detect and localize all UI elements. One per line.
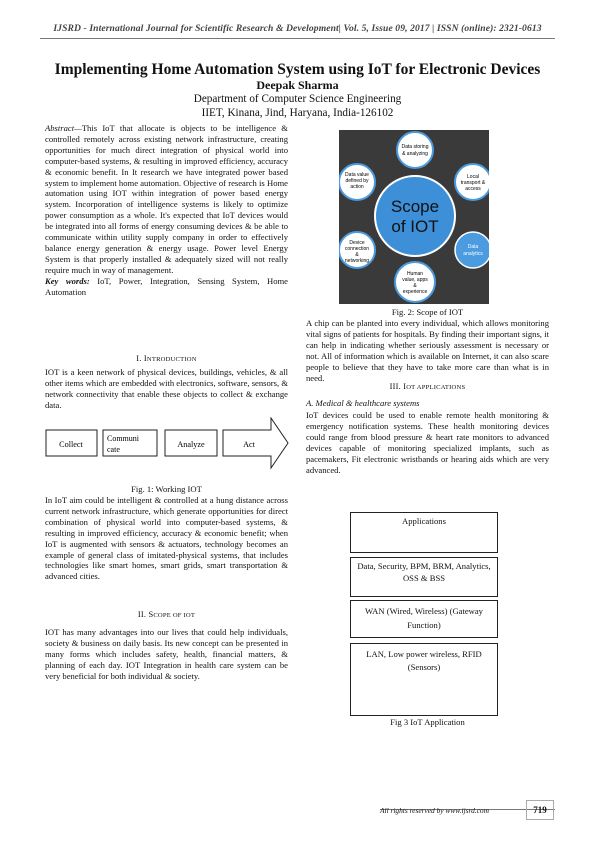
svg-text:connection: connection [345,246,369,252]
abstract: Abstract—This IoT that allocate is objec… [45,123,288,298]
fig1-arrow-act [222,417,289,470]
fig1-box-analyze [164,429,218,457]
svg-text:transport &: transport & [461,180,486,186]
svg-text:&: & [413,283,417,289]
footer-rule [380,809,555,810]
author-name: Deepak Sharma [256,78,339,92]
fig2-center-circle [374,175,456,257]
svg-text:experience: experience [403,289,428,295]
fig3-layer-data-security: Data, Security, BPM, BRM, Analytics, OSS… [350,557,498,597]
journal-header: IJSRD - International Journal for Scient… [53,23,542,34]
fig2-scope-of-iot: Scope of IOT Data storing & analyzing Lo… [339,130,489,304]
section-heading-applications: III. IOT APPLICATIONS [389,382,466,391]
institution: IIET, Kinana, Jind, Haryana, India-12610… [201,107,394,119]
svg-text:action: action [350,184,364,190]
svg-text:networking: networking [345,258,369,264]
fig1-label-act: Act [243,440,256,449]
fig1-label-communicate-2: cate [107,445,120,454]
fig2-center-line1: Scope [391,197,439,216]
fig2-node-device-connection [339,231,376,269]
abstract-label: Abstract— [45,123,82,133]
svg-text:Human: Human [407,271,423,277]
svg-text:& analyzing: & analyzing [402,151,428,157]
fig1-label-analyze: Analyze [177,440,205,449]
svg-text:value, apps: value, apps [402,277,428,283]
svg-text:Data storing: Data storing [402,144,429,150]
footer-rights: All rights reserved by www.ijsrd.com [380,806,489,815]
fig1-working-iot: Collect Communi cate Analyze Act [45,417,289,470]
fig2-node-data-storing [396,131,434,169]
svg-text:Data: Data [468,244,479,250]
medical-paragraph: IoT devices could be used to enable remo… [306,410,549,475]
fig2-node-data-analytics [454,231,489,269]
fig2-caption: Fig. 2: Scope of IOT [391,307,464,317]
fig1-box-collect [45,429,98,457]
keywords-label: Key words: [45,275,90,286]
scope-paragraph: IOT has many advantages into our lives t… [45,627,288,681]
svg-text:&: & [355,252,359,258]
fig1-box-communicate [102,429,158,457]
fig3-layer-wan: WAN (Wired, Wireless) (Gateway Function) [350,600,498,638]
fig3-caption: Fig 3 IoT Application [390,717,465,727]
chip-paragraph: A chip can be planted into every individ… [306,318,549,383]
department: Department of Computer Science Engineeri… [193,93,402,105]
fig2-node-data-value [339,163,376,201]
fig3-layer-lan: LAN, Low power wireless, RFID (Sensors) [350,643,498,716]
section-heading-scope: II. SCOPE OF IOT [137,610,196,619]
fig2-node-human-value [394,261,436,303]
intro-paragraph: IOT is a keen network of physical device… [45,367,288,410]
svg-text:Local: Local [467,174,479,180]
fig2-node-local-transport [454,163,489,201]
fig2-center-line2: of IOT [391,217,438,236]
fig1-caption: Fig. 1: Working IOT [131,484,202,494]
paper-title: Implementing Home Automation System usin… [54,61,541,78]
subsection-medical: A. Medical & healthcare systems [306,398,420,408]
abstract-text: This IoT that allocate is objects to be … [45,123,288,275]
svg-text:analytics: analytics [463,251,483,257]
svg-text:defined by: defined by [345,178,369,184]
svg-text:Device: Device [349,240,365,246]
svg-text:access: access [465,186,481,192]
svg-text:Data value: Data value [345,172,369,178]
header-rule [40,38,555,39]
after-fig1-paragraph: In IoT aim could be intelligent & contro… [45,495,288,582]
keywords: IoT, Power, Integration, Sensing System,… [45,275,288,297]
page-number: 719 [526,800,554,820]
fig3-layer-applications: Applications [350,512,498,553]
fig1-label-collect: Collect [59,440,83,449]
section-heading-introduction: I. INTRODUCTION [136,354,197,363]
fig1-label-communicate-1: Communi [107,434,140,443]
